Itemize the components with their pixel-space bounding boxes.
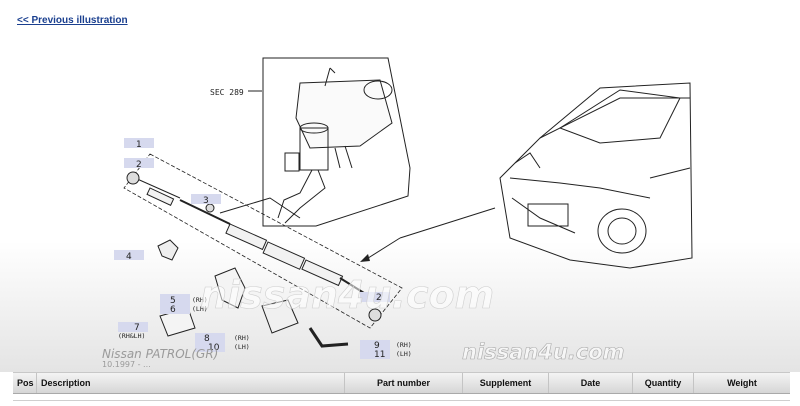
- side-labels: (RH) (LH) (RH&LH) (RH) (LH) (RH) (LH): [118, 296, 412, 358]
- watermark-main: nissan4u.com: [200, 273, 494, 317]
- col-header-date[interactable]: Date: [549, 373, 633, 393]
- callout-2: 2: [136, 160, 142, 170]
- washer-hose: [134, 177, 373, 299]
- callout-7: 7: [134, 323, 140, 333]
- col-header-pos[interactable]: Pos: [13, 373, 37, 393]
- bracket-part: [214, 267, 246, 309]
- model-name: Nissan PATROL(GR): [102, 347, 218, 361]
- reservoir-inset: [262, 57, 411, 227]
- label-lh-1: (LH): [192, 305, 208, 313]
- callout-1: 1: [136, 140, 142, 150]
- callout-6: 6: [170, 305, 176, 315]
- previous-illustration-link[interactable]: << Previous illustration: [17, 15, 128, 26]
- label-rh-1: (RH): [192, 296, 208, 304]
- parts-illustration: SEC 289: [0, 28, 800, 372]
- elbow-part: [308, 327, 349, 348]
- callout-3: 3: [203, 196, 209, 206]
- table-bottom-border: [13, 400, 790, 401]
- callout-2b: 2: [376, 293, 382, 303]
- col-header-description[interactable]: Description: [37, 373, 345, 393]
- watermark-small: nissan4u.com: [462, 340, 625, 364]
- model-date: 10.1997 - ...: [102, 360, 151, 369]
- nozzle-holder-part: [261, 299, 299, 334]
- label-rh-3: (RH): [396, 341, 412, 349]
- callout-layer: 1 2 3 4 2 5 6 7 8 10 9 11: [114, 138, 390, 360]
- callout-8: 8: [204, 334, 210, 344]
- nozzle-left: [126, 171, 140, 185]
- label-rh-2: (RH): [234, 334, 250, 342]
- clip-part: [157, 239, 179, 261]
- callout-9: 9: [374, 341, 380, 351]
- col-header-part-number[interactable]: Part number: [345, 373, 463, 393]
- col-header-weight[interactable]: Weight: [727, 378, 757, 388]
- label-lh-2: (LH): [234, 343, 250, 351]
- label-lh-3: (LH): [396, 350, 412, 358]
- col-header-supplement[interactable]: Supplement: [463, 373, 549, 393]
- section-ref: SEC 289: [210, 88, 244, 97]
- callout-10: 10: [208, 343, 220, 353]
- callout-4: 4: [126, 252, 132, 262]
- callout-5: 5: [170, 296, 176, 306]
- nozzle-right: [368, 308, 382, 322]
- parts-table-header: Pos Description Part number Supplement D…: [13, 372, 790, 394]
- label-rh-lh: (RH&LH): [118, 332, 145, 340]
- vehicle-drawing: [499, 82, 693, 269]
- col-header-quantity[interactable]: Quantity: [633, 373, 694, 393]
- callout-11: 11: [374, 350, 385, 360]
